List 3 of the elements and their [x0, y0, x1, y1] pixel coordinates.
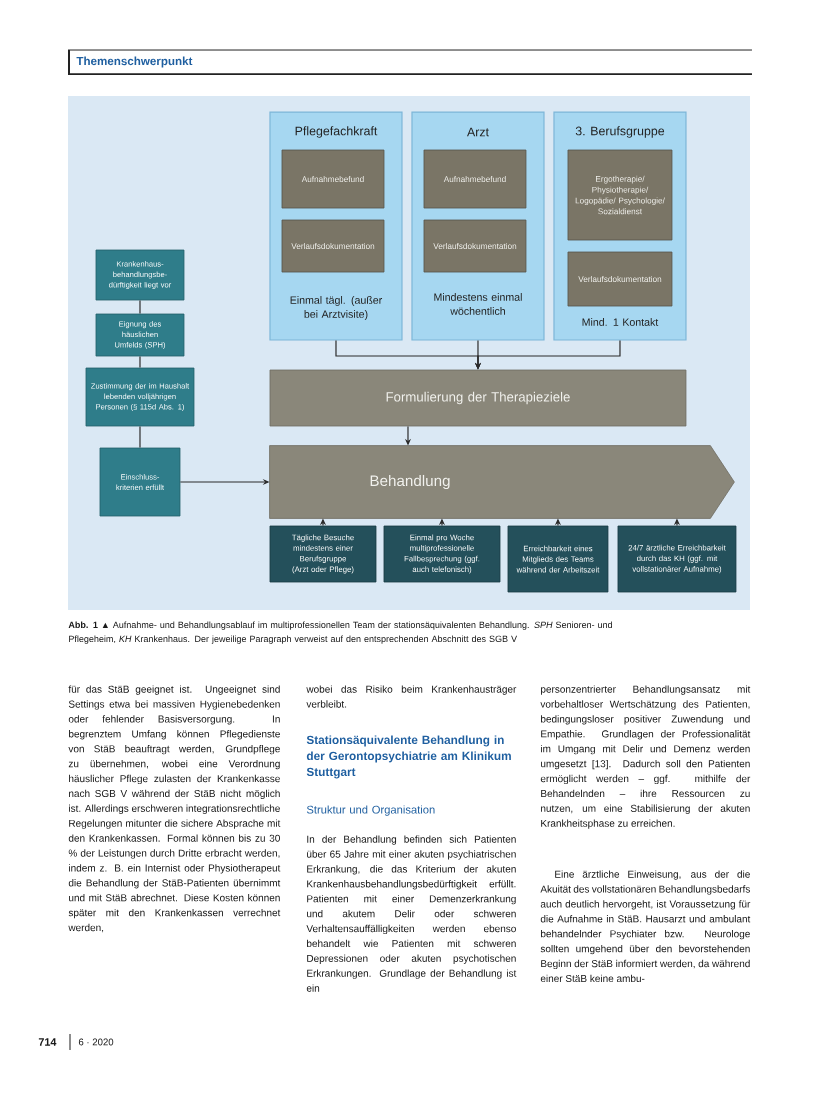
connector-line: [139, 425, 141, 449]
connector-line: [139, 355, 141, 369]
connector-line: [139, 299, 141, 315]
